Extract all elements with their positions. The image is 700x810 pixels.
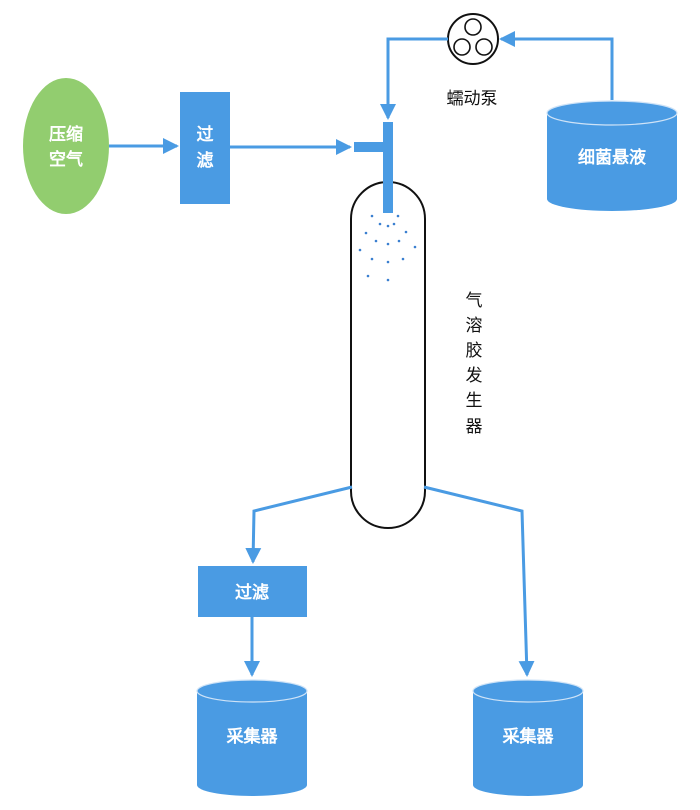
pump-roller-icon: [453, 38, 471, 56]
pump-roller-icon: [464, 18, 482, 36]
collector-left-node: 采集器: [196, 679, 308, 796]
aerosol-generator-char-3: 胶: [466, 341, 483, 361]
liquid-injection-tube: [383, 122, 393, 213]
collector-right-top: [472, 679, 584, 703]
aerosol-generator-label: 气 溶 胶 发 生 器: [466, 291, 483, 437]
bacteria-suspension-label: 细菌悬液: [578, 147, 646, 168]
pump-node: 蠕动泵: [447, 13, 499, 109]
aerosol-spray-dots: [358, 214, 417, 282]
aerosol-generator-node: 气 溶 胶 发 生 器: [350, 181, 483, 529]
filter-bottom-label: 过滤: [235, 582, 269, 603]
compressed-air-ellipse: [23, 78, 109, 214]
aerosol-generator-capsule: [350, 181, 426, 529]
collector-right-label: 采集器: [502, 726, 555, 747]
air-inlet-stub: [354, 142, 384, 152]
collector-left-top: [196, 679, 308, 703]
aerosol-generator-char-5: 生: [466, 391, 483, 411]
compressed-air-node: 压缩 空气: [23, 78, 109, 214]
collector-left-label: 采集器: [226, 726, 279, 747]
filter-bottom-node: 过滤: [198, 566, 307, 617]
suspension-cylinder-body: [547, 113, 677, 211]
aerosol-generator-char-4: 发: [466, 366, 483, 386]
aerosol-generator-char-2: 溶: [466, 316, 483, 336]
suspension-cylinder-top: [546, 100, 678, 126]
filter-top-label-1: 过: [197, 125, 214, 145]
collector-right-body: [473, 691, 583, 796]
filter-top-node: 过 滤: [180, 92, 230, 204]
pump-roller-icon: [475, 38, 493, 56]
bacteria-suspension-node: 细菌悬液: [546, 100, 678, 211]
compressed-air-label-2: 空气: [49, 149, 83, 170]
edge-generator-to-collector-right: [423, 485, 535, 677]
edge-pump-to-generator: [380, 37, 448, 120]
aerosol-generator-char-1: 气: [466, 291, 483, 311]
edge-generator-to-filter: [245, 485, 353, 564]
filter-bottom-rect: [198, 566, 307, 617]
compressed-air-label-1: 压缩: [49, 124, 83, 145]
collector-right-node: 采集器: [472, 679, 584, 796]
edge-suspension-to-pump: [499, 31, 614, 100]
pump-label: 蠕动泵: [447, 89, 498, 109]
aerosol-generator-char-6: 器: [466, 417, 483, 437]
filter-top-rect: [180, 92, 230, 204]
filter-top-label-2: 滤: [197, 150, 214, 171]
collector-left-body: [197, 691, 307, 796]
